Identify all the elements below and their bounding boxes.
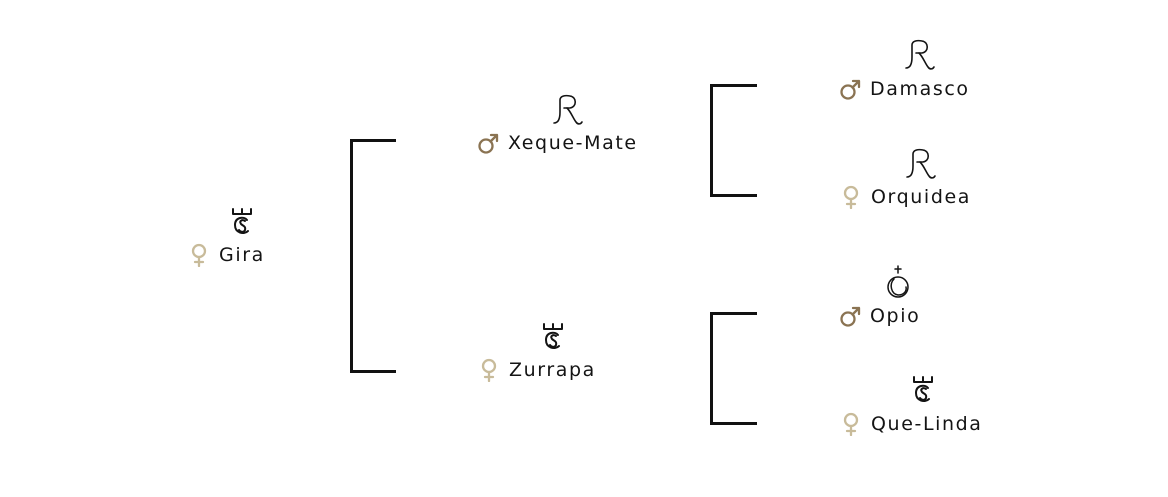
dam-dam-node[interactable]: Que-Linda: [840, 373, 1000, 436]
sire-sire-name: Damasco: [870, 78, 970, 100]
dam-sire-node[interactable]: Opio: [839, 264, 949, 327]
female-icon: [843, 185, 859, 209]
female-icon: [191, 243, 207, 267]
script-r-brand-icon: [905, 39, 935, 70]
sire-dam-node[interactable]: Orquidea: [840, 148, 990, 209]
male-icon: [478, 133, 499, 154]
dam-name: Zurrapa: [509, 359, 596, 381]
sire-node[interactable]: Xeque-Mate: [477, 94, 647, 154]
female-icon: [843, 412, 859, 436]
cross-moon-brand-icon: [887, 265, 909, 298]
parents-bracket: [350, 139, 396, 373]
crown-cs-brand-icon: [543, 323, 563, 349]
male-icon: [840, 79, 861, 100]
crown-cs-brand-icon: [232, 208, 252, 234]
sire-dam-name: Orquidea: [871, 186, 972, 208]
male-icon: [840, 306, 861, 327]
female-icon: [481, 358, 497, 382]
subject-node[interactable]: Gira: [188, 205, 298, 267]
dam-node[interactable]: Zurrapa: [478, 320, 618, 382]
dam-dam-name: Que-Linda: [871, 413, 983, 435]
script-r-brand-icon: [553, 94, 583, 125]
sire-parents-bracket: [710, 84, 757, 197]
sire-name: Xeque-Mate: [508, 132, 638, 154]
script-r-brand-icon: [906, 148, 936, 179]
sire-sire-node[interactable]: Damasco: [839, 39, 979, 100]
subject-name: Gira: [219, 244, 265, 266]
dam-sire-name: Opio: [870, 305, 921, 327]
dam-parents-bracket: [710, 312, 757, 425]
crown-cs-brand-icon: [913, 376, 933, 402]
